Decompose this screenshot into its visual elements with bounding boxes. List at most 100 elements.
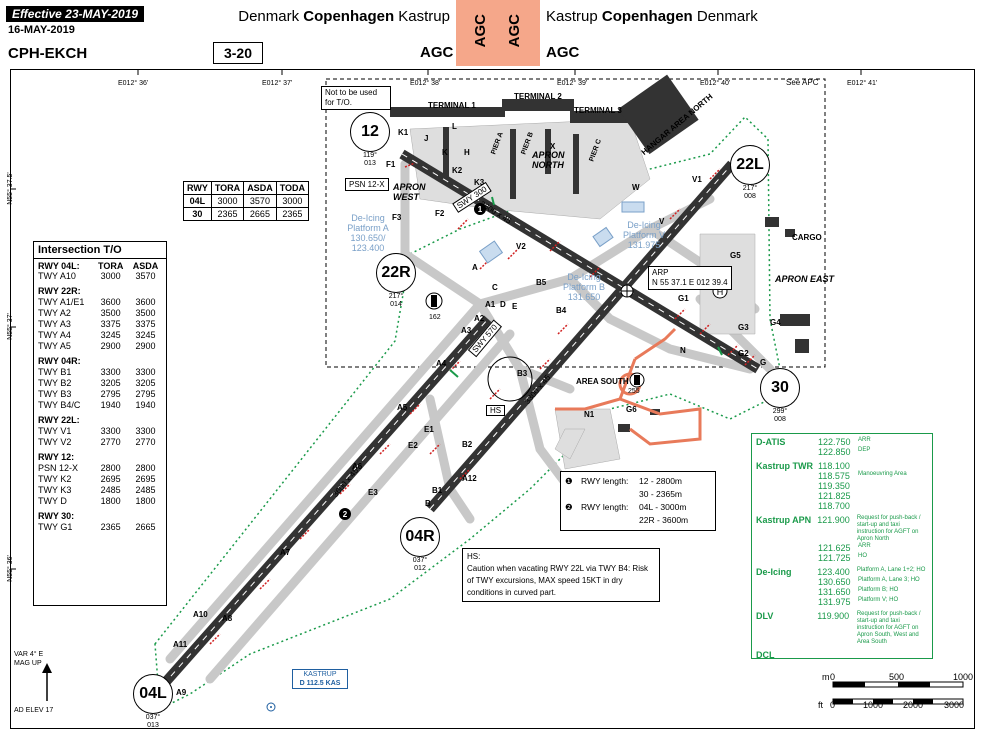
terminal-buildings — [390, 74, 810, 432]
intersection-group-22l: RWY 22L: — [38, 415, 80, 425]
taxiway-label-n: G6 — [626, 405, 637, 414]
taxiway-label-g5: G4 — [770, 318, 781, 327]
table-row: 04L 3000 3570 3000 — [183, 194, 310, 208]
intersection-group-30: RWY 30: — [38, 511, 75, 521]
lon-label-39: E012° 39' — [557, 80, 588, 87]
agc-banner: AGC AGC — [456, 0, 540, 66]
taxiway-label-b: A12 — [462, 474, 477, 483]
vor-icon — [266, 702, 276, 712]
runway-threshold-22l: 22L 217°008 — [730, 145, 770, 201]
svg-text:1: 1 — [478, 205, 483, 214]
taxiway-label-j: J — [424, 134, 429, 143]
scale-m-unit: m — [822, 672, 830, 682]
terminal2-label: TERMINAL 2 — [514, 92, 562, 101]
taxiway-label-h: H — [464, 148, 470, 157]
taxiway-label-g3: G2 — [738, 349, 749, 358]
cargo-label: CARGO — [792, 233, 822, 242]
rwy-length-marker-1: 1 — [474, 203, 486, 215]
taxiway-label-b3: B2 — [462, 440, 473, 449]
taxiway-label-e1: E — [512, 302, 518, 311]
scale-ft-unit: ft — [818, 700, 824, 710]
scale-ft-0: 0 — [830, 700, 836, 710]
svg-text:H: H — [717, 287, 724, 297]
apron-north-label: APRON NORTH — [532, 150, 565, 170]
tower-icon-west — [425, 292, 443, 310]
agc-vertical-right: AGC — [506, 14, 523, 48]
title-left: Denmark Copenhagen Kastrup — [238, 8, 450, 25]
taxiway-label-b4: B3 — [517, 369, 528, 378]
taxiway-label-x: X — [550, 142, 556, 151]
taxiway-label-b1: B — [425, 499, 431, 508]
scale-ft-1000: 1000 — [863, 700, 884, 710]
taxiway-label-f1: F1 — [386, 160, 396, 169]
taxiway-label-a10: A9 — [176, 688, 187, 697]
runway-centerlines — [154, 153, 759, 695]
apron-east-label: APRON EAST — [775, 274, 835, 284]
runway-threshold-12: 12 119°013 — [350, 112, 390, 168]
arp-icon — [620, 284, 634, 298]
scale-ft-3000: 3000 — [944, 700, 965, 710]
airport-perimeter — [154, 115, 781, 711]
effective-date: Effective 23-MAY-2019 — [6, 6, 145, 22]
taxiway-label-e4: E3 — [368, 488, 378, 497]
scale-m-0: 0 — [830, 672, 836, 682]
deicing-v-label: De-Icing Platform V 131.975 — [622, 220, 665, 250]
taxiway-label-n2: N1 — [584, 410, 595, 419]
runway-threshold-04r: 04R 037°012 — [400, 517, 440, 573]
runway-threshold-22r: 22R 217°014 — [376, 253, 416, 309]
chart-frame — [10, 69, 975, 729]
table-row: 30 2365 2665 2365 — [183, 207, 310, 221]
taxiway-label-k3: K3 — [474, 178, 485, 187]
taxiway-label-a11: A10 — [193, 610, 208, 619]
rwy-length-marker-2: 2 — [339, 508, 351, 520]
deicing-platforms — [478, 201, 645, 264]
taxiway-label-v1: V1 — [692, 175, 702, 184]
area-south-label: AREA SOUTH — [576, 377, 629, 386]
mag-up-label: MAG UP — [14, 660, 42, 667]
intersection-title: Intersection T/O — [34, 242, 166, 259]
taxiway-label-a1: A — [472, 263, 478, 272]
graticule-ticks — [10, 69, 862, 570]
taxiway-label-b2: B1 — [432, 486, 443, 495]
intersection-group-04r: RWY 04R: — [38, 356, 81, 366]
table-header: RWY — [183, 181, 212, 195]
taxiway-label-e: D — [500, 300, 506, 309]
taxiway-label-k1: K1 — [398, 128, 409, 137]
psn-label: PSN 12-X — [345, 178, 389, 191]
deicing-b-label: De-Icing Platform B 131.650 — [562, 272, 605, 302]
runway-threshold-30: 30 299°008 — [760, 368, 800, 424]
tower-icon-south — [629, 372, 645, 388]
scale-ft-2000: 2000 — [903, 700, 924, 710]
taxiway-label-w: W — [632, 183, 640, 192]
lat-label-36: N55° 36' — [6, 555, 14, 582]
lon-label-41: E012° 41' — [847, 80, 878, 87]
lon-label-40: E012° 40' — [700, 80, 731, 87]
taxiway-label-a6: A5 — [397, 403, 408, 412]
taxiway-label-e3: E2 — [408, 441, 418, 450]
see-apc-note: See APC — [786, 78, 819, 87]
rwy-declared-distances: RWY TORA ASDA TODA 04L 3000 3570 3000 30… — [183, 181, 310, 221]
hotspot-circle — [487, 356, 533, 402]
lat-label-375: N55° 37.5' — [6, 172, 14, 205]
deicing-a-label: De-Icing Platform A 130.650/ 123.400 — [347, 213, 389, 253]
runway-04l-22r — [151, 315, 492, 698]
agc-label-right: AGC — [546, 44, 580, 61]
not-for-takeoff-note: Not to be used for T/O. — [321, 86, 391, 110]
taxiway-label-g1: G — [760, 358, 767, 367]
taxiway-label-a2: A1 — [485, 300, 496, 309]
taxiway-label-a: V2 — [516, 242, 526, 251]
